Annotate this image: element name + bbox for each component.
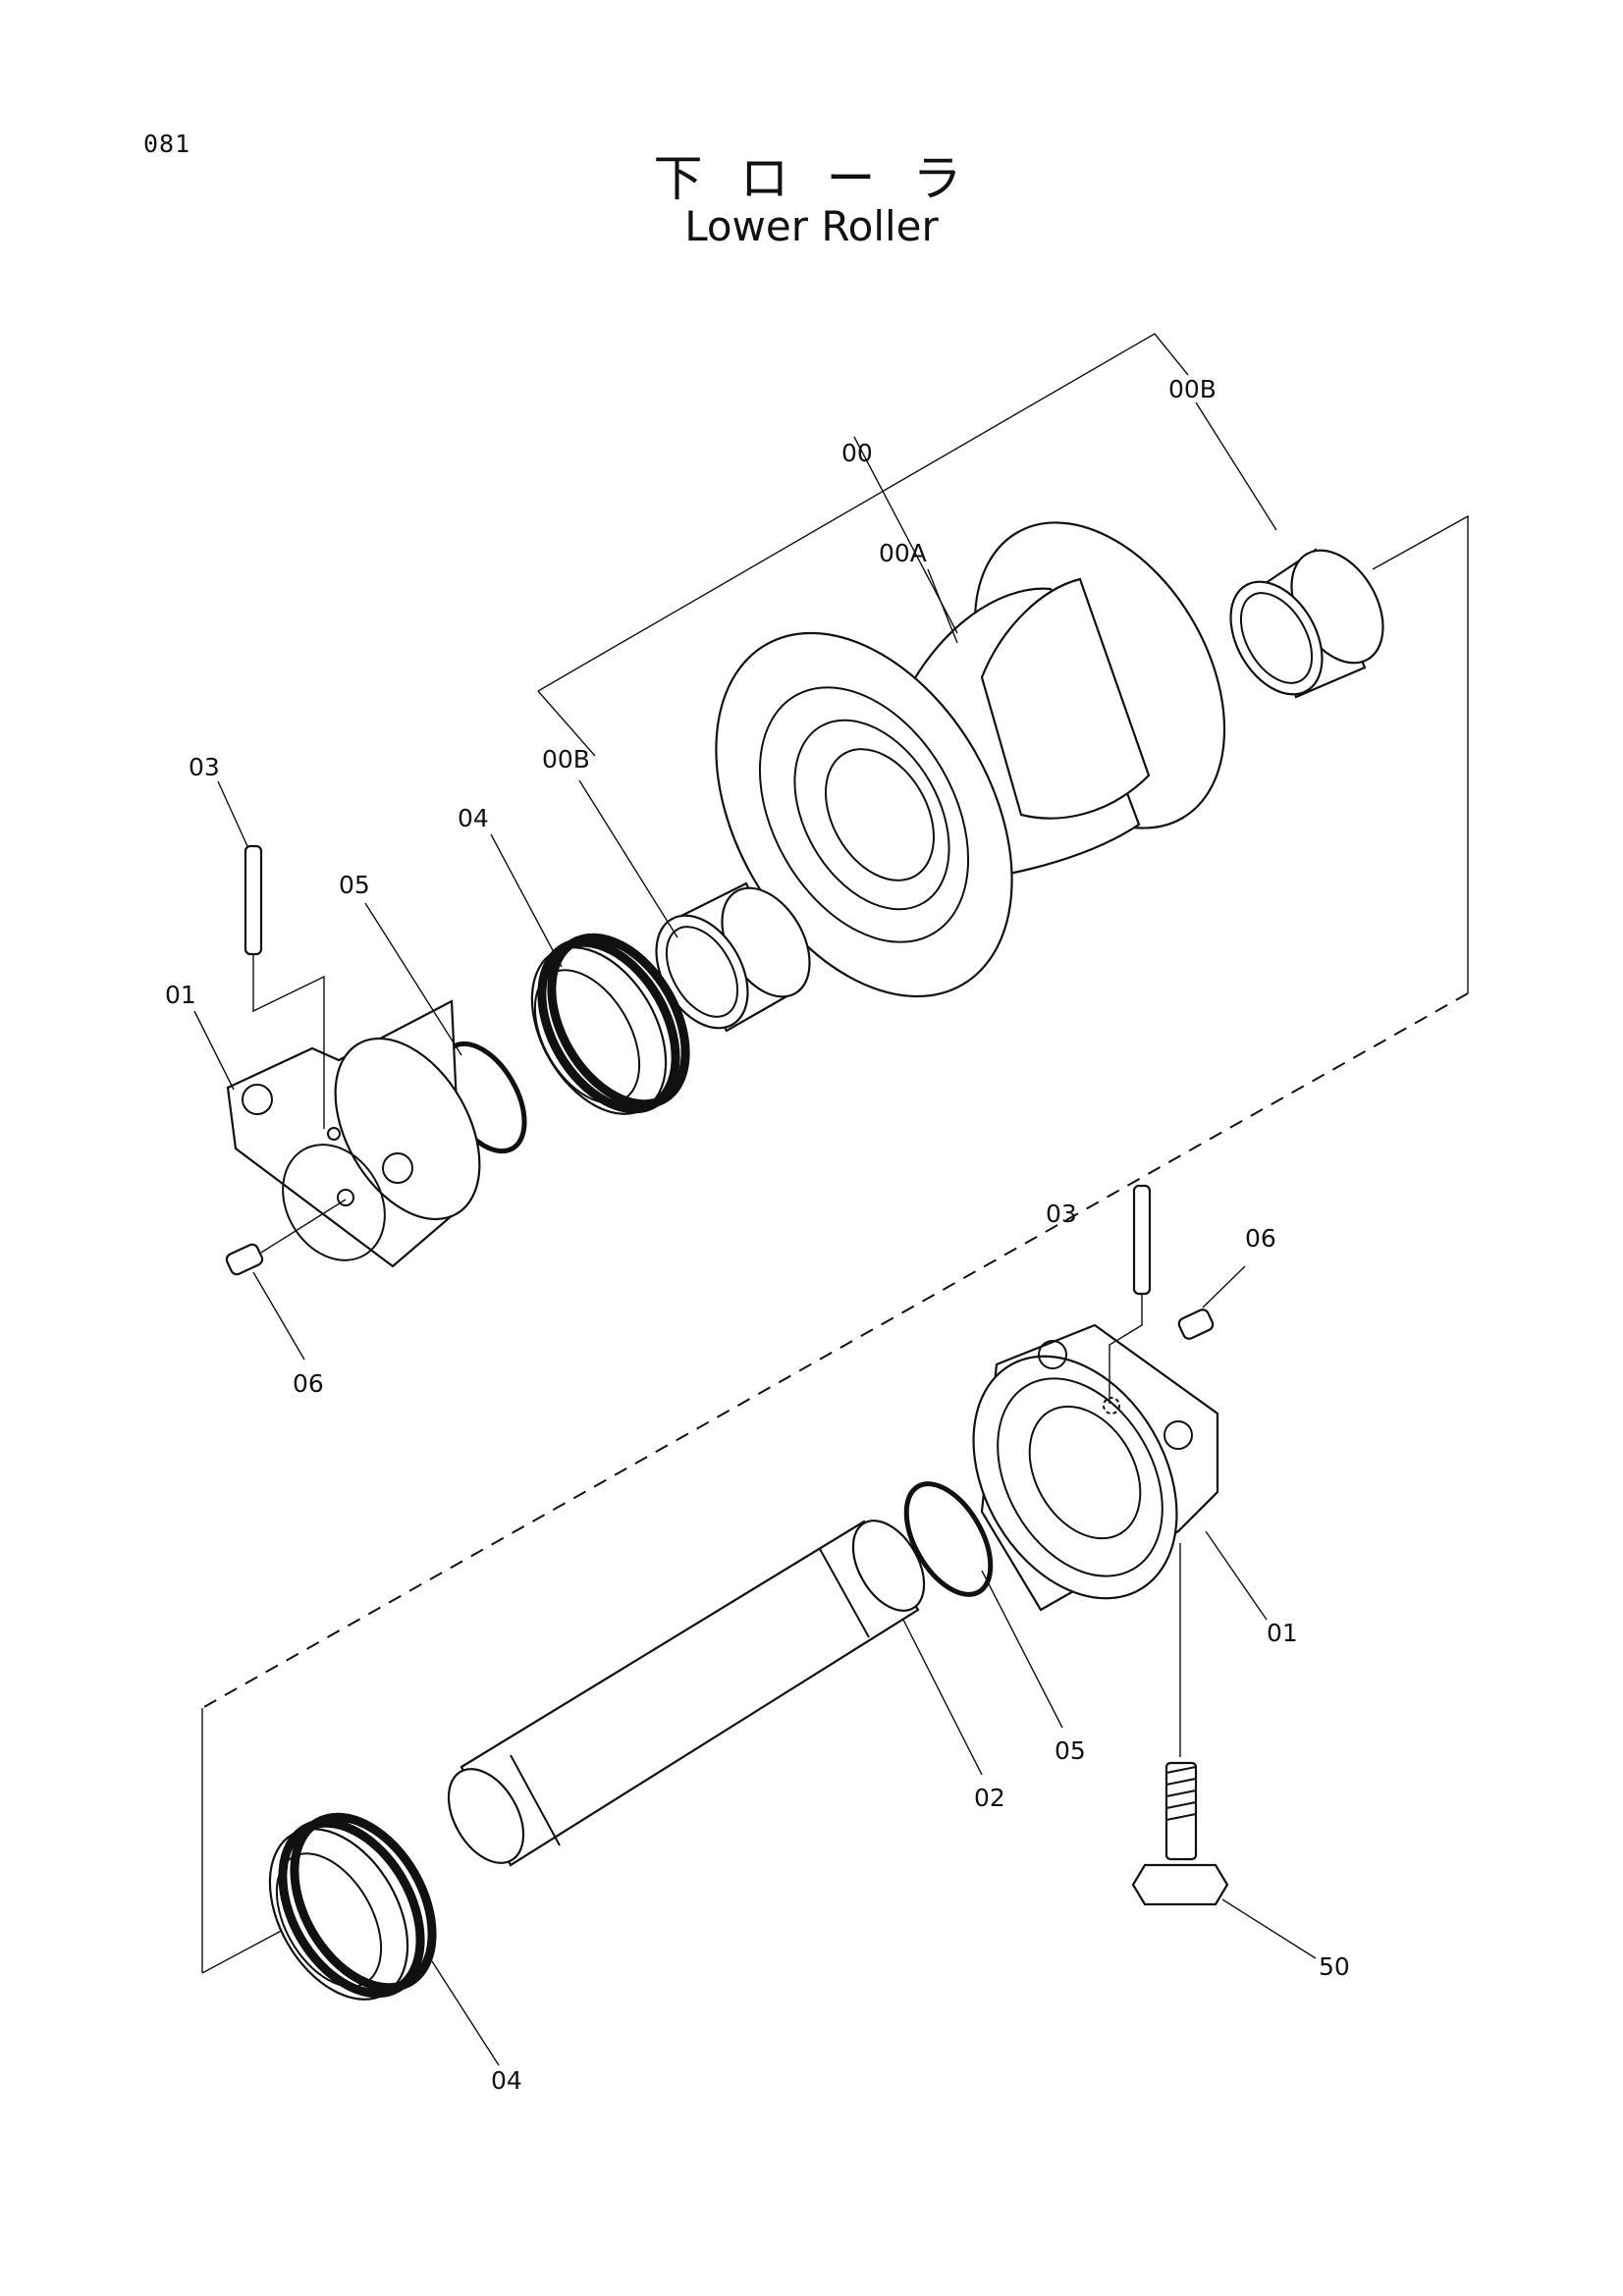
page-number: 081 <box>143 130 191 158</box>
page-title-en: Lower Roller <box>684 202 939 250</box>
callout-05-right: 05 <box>1055 1736 1086 1765</box>
bushing-top <box>1229 548 1384 699</box>
callout-03-left: 03 <box>189 753 220 781</box>
callout-labels: 00 00A 00B 00B 03 04 05 01 06 03 06 01 0… <box>165 375 1350 2095</box>
collar-icon <box>226 999 481 1268</box>
floating-seal-icon <box>268 1812 437 2001</box>
pin-icon <box>1132 1184 1152 1296</box>
assembly-bracket-upper <box>201 333 1469 1974</box>
roller-shell-icon <box>715 521 1226 998</box>
collar-icon <box>972 1323 1219 1612</box>
shaft <box>447 1520 926 1867</box>
callout-02: 02 <box>974 1784 1005 1812</box>
callout-04-lower: 04 <box>491 2066 522 2095</box>
callout-04-upper: 04 <box>458 804 489 832</box>
floating-seal-icon <box>530 933 690 1115</box>
callout-06-left: 06 <box>293 1369 324 1398</box>
shaft-icon <box>447 1520 926 1867</box>
plug-icon <box>1177 1308 1215 1340</box>
callout-50: 50 <box>1319 1952 1350 1981</box>
pin-left <box>243 844 325 1129</box>
bolt-icon <box>1131 1543 1229 1906</box>
seal-upper <box>530 933 690 1115</box>
bolt <box>1131 1543 1229 1906</box>
pin-icon <box>243 844 263 956</box>
bushing-icon <box>655 881 811 1033</box>
plug-icon <box>225 1243 264 1276</box>
collar-right <box>972 1323 1219 1612</box>
plug-right <box>1177 1308 1215 1340</box>
callout-05-left: 05 <box>339 871 370 899</box>
roller-shell <box>715 521 1226 998</box>
bushing-icon <box>1229 548 1384 699</box>
callout-00B-top: 00B <box>1168 375 1217 403</box>
callout-03-right: 03 <box>1046 1200 1077 1228</box>
leader-lines <box>193 401 1317 2066</box>
callout-06-right: 06 <box>1245 1224 1276 1253</box>
callout-00B-mid: 00B <box>542 745 590 774</box>
callout-01-left: 01 <box>165 981 196 1009</box>
bushing-mid <box>655 881 811 1033</box>
collar-left <box>226 999 481 1268</box>
plug-left <box>225 1199 347 1276</box>
pin-right <box>1109 1184 1152 1404</box>
page-title-jp: 下ローラ <box>653 150 1000 207</box>
callout-01-right: 01 <box>1267 1619 1298 1647</box>
callout-00: 00 <box>841 439 873 467</box>
o-ring-right <box>903 1481 994 1597</box>
o-ring-icon <box>903 1481 994 1597</box>
seal-lower <box>268 1812 437 2001</box>
callout-00A: 00A <box>879 539 927 567</box>
